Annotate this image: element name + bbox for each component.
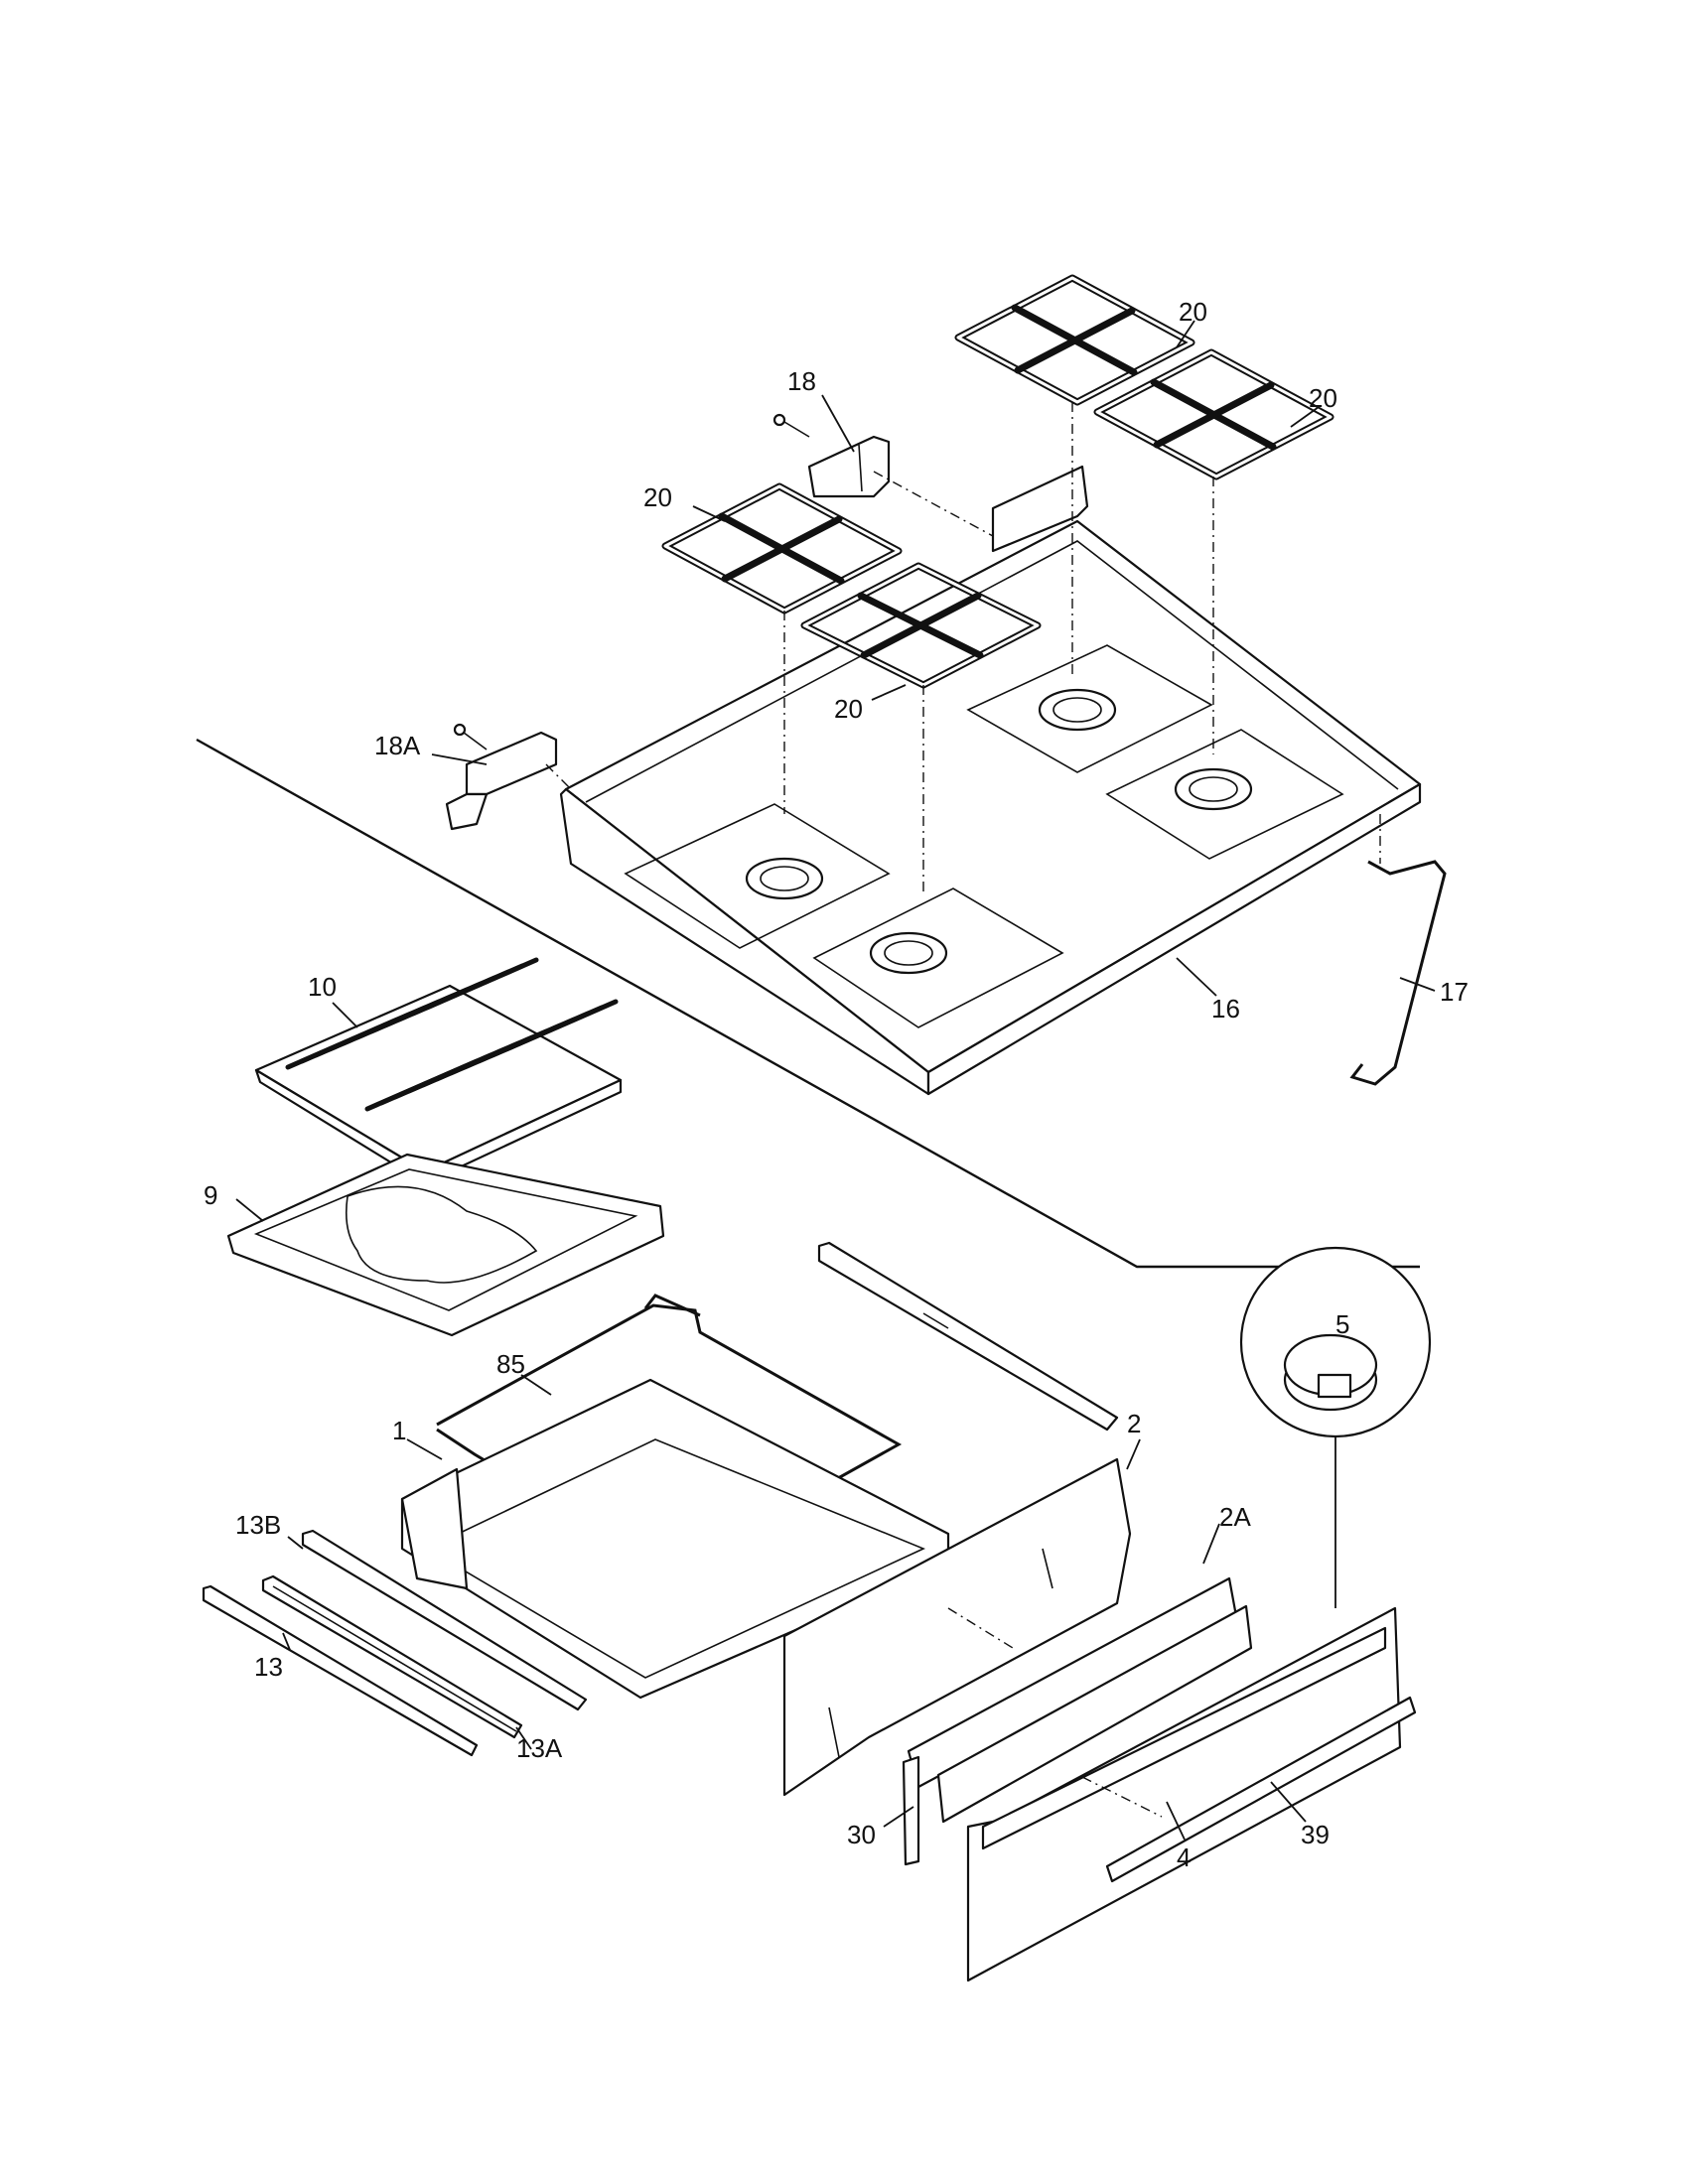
- hinge-guide-line: [873, 471, 994, 537]
- hinge-left-part: [445, 723, 558, 831]
- broiler-grid-slot: [424, 957, 539, 1011]
- label-hinge: 18: [787, 366, 816, 396]
- label-grate-a: 20: [1179, 297, 1207, 327]
- foot-detail-part: [1239, 1246, 1432, 1608]
- slide-bracket-part: [301, 1529, 588, 1711]
- label-broiler-rack: 85: [496, 1349, 525, 1379]
- label-grate-c: 20: [643, 482, 672, 512]
- label-drawer-side-inner: 2A: [1219, 1502, 1251, 1532]
- label-hinge-left: 18A: [374, 731, 421, 760]
- grate-rear-right: [1093, 348, 1334, 480]
- slide-part: [261, 1574, 523, 1739]
- label-foot: 5: [1335, 1309, 1349, 1339]
- broiler-grid-part: [254, 957, 623, 1185]
- label-drawer-side: 2: [1127, 1409, 1141, 1438]
- front-panel-part: [966, 1606, 1417, 1982]
- label-support-rod: 17: [1440, 977, 1469, 1007]
- leader-lines: [235, 320, 1436, 1841]
- grate-front-right: [800, 562, 1042, 689]
- support-rod-part: [1349, 860, 1447, 1086]
- hinge-part: [772, 413, 891, 498]
- grate-front-left: [661, 482, 903, 614]
- label-grate-d: 20: [834, 694, 863, 724]
- label-grate-b: 20: [1309, 383, 1337, 413]
- label-broiler-pan: 9: [204, 1180, 217, 1210]
- label-front-panel: 4: [1177, 1843, 1191, 1872]
- label-drawer-body: 1: [392, 1416, 406, 1445]
- label-handle: 39: [1301, 1820, 1330, 1849]
- inner-side-part: [902, 1576, 1253, 1866]
- cooktop-part: [559, 465, 1422, 1096]
- label-rail: 13: [254, 1652, 283, 1682]
- label-spacer: 30: [847, 1820, 876, 1849]
- upper-rail-part: [817, 1241, 1119, 1432]
- hinge-left-guide-line: [545, 763, 572, 790]
- rail-part: [202, 1584, 479, 1757]
- grate-rear-left: [954, 274, 1195, 406]
- label-cooktop: 16: [1211, 994, 1240, 1024]
- side-guide-line: [947, 1607, 1014, 1649]
- broiler-pan-part: [226, 1153, 665, 1337]
- label-broiler-grid: 10: [308, 972, 337, 1002]
- broiler-grid-slot: [503, 999, 619, 1052]
- drawer-side-part: [782, 1457, 1132, 1797]
- label-slide: 13A: [516, 1733, 563, 1763]
- panel-guide-line: [1081, 1776, 1163, 1818]
- label-slide-bracket: 13B: [235, 1510, 281, 1540]
